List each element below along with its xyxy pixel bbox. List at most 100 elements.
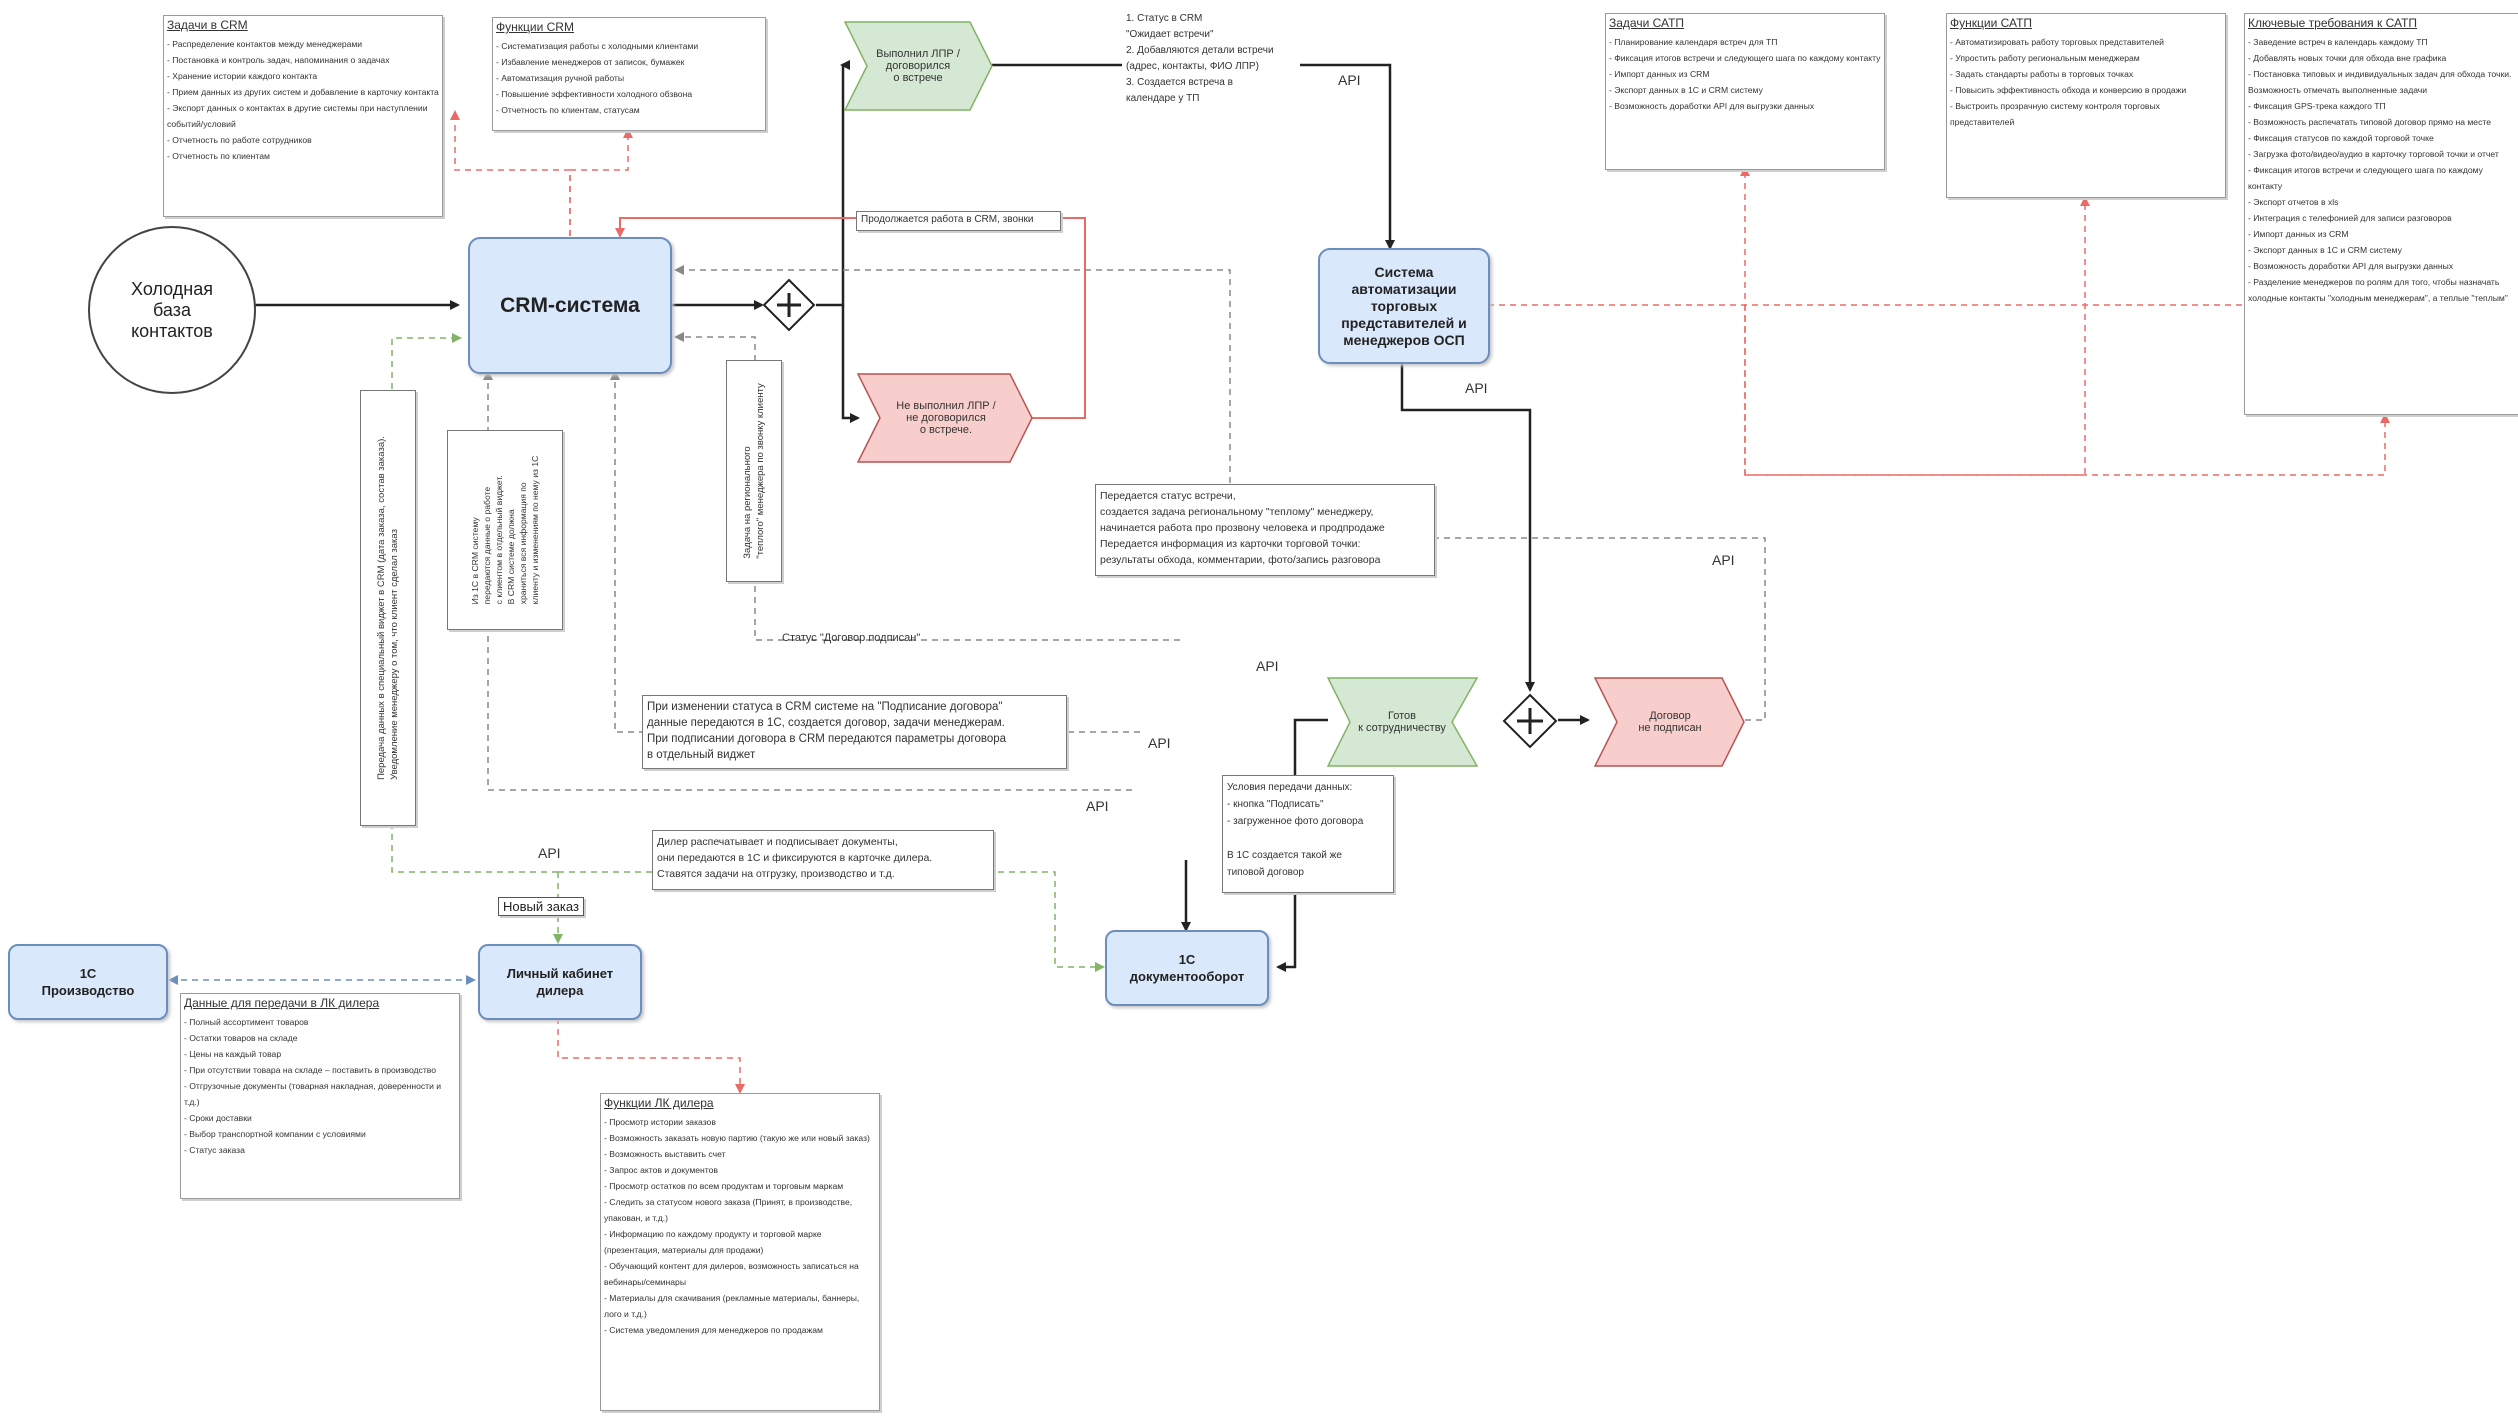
crm-functions-list: - Систематизация работы с холодными клие… (493, 38, 765, 118)
chevron-ready-label: Готов к сотрудничеству (1358, 710, 1446, 734)
edge-gateway-to-fail (841, 305, 860, 423)
edge-satp-to-gateway2 (1400, 360, 1535, 692)
chevron-not-signed (1593, 677, 1745, 767)
list-item: - Упростить работу региональным менеджер… (1950, 53, 2140, 63)
note-line: передаются данные о работе (482, 486, 492, 605)
satp-functions-title: Функции САТП (1950, 16, 2033, 30)
list-item: - Избавление менеджеров от записок, бума… (496, 57, 685, 67)
chevron-ready (1326, 677, 1479, 767)
api-label: API (538, 845, 561, 861)
dealer-functions-title: Функции ЛК дилера (604, 1096, 714, 1110)
chevron-lpr-done (843, 21, 993, 111)
list-item: - Импорт данных из CRM (2248, 229, 2349, 239)
list-item: - Планирование календаря встреч для ТП (1609, 37, 1778, 47)
list-item: - Цены на каждый товар (184, 1049, 282, 1059)
list-item: - Фиксация итогов встречи и следующего ш… (1609, 53, 1881, 63)
note-line: 2. Добавляются детали встречи (1126, 45, 1274, 56)
satp-requirements-list: - Заведение встреч в календарь каждому Т… (2245, 34, 2518, 306)
list-item: - Возможность выставить счет (604, 1149, 726, 1159)
transfer-conditions-note: Условия передачи данных: - кнопка "Подпи… (1222, 775, 1394, 893)
new-order-label: Новый заказ (498, 897, 584, 916)
list-item: - Фиксация статусов по каждой торговой т… (2248, 133, 2434, 143)
list-item: - Возможность распечатать типовой догово… (2248, 117, 2491, 127)
widget-vertical-note: Передача данных в специальный виджет в C… (360, 390, 416, 826)
note-line: создается задача региональному "теплому"… (1100, 506, 1374, 518)
status-transfer-note: Передается статус встречи, создается зад… (1095, 484, 1435, 576)
chevron-lpr-done-label: Выполнил ЛПР / договорился о встрече (876, 48, 960, 84)
list-item: - Отчетность по работе сотрудников (167, 135, 312, 145)
list-item: - Обучающий контент для дилеров, возможн… (604, 1261, 859, 1287)
crm-functions-title: Функции CRM (496, 20, 574, 34)
list-item: - Заведение встреч в календарь каждому Т… (2248, 37, 2428, 47)
note-line: При изменении статуса в CRM системе на "… (647, 701, 1003, 713)
list-item: - Полный ассортимент товаров (184, 1017, 309, 1027)
dealer-functions-list: - Просмотр истории заказов - Возможность … (601, 1114, 879, 1338)
dealer-functions-box: Функции ЛК дилера - Просмотр истории зак… (600, 1093, 880, 1411)
crm-system-node: CRM-система (468, 237, 672, 374)
dealer-data-box: Данные для передачи в ЛК дилера - Полный… (180, 993, 460, 1199)
gateway-plus-1 (762, 278, 816, 332)
edge-sign-to-crm (610, 370, 1140, 733)
satp-functions-box: Функции САТП - Автоматизировать работу т… (1946, 13, 2226, 198)
list-item: - Задать стандарты работы в торговых точ… (1950, 69, 2134, 79)
list-item: - Постановка и контроль задач, напоминан… (167, 55, 390, 65)
list-item: - Разделение менеджеров по ролям для тог… (2248, 277, 2508, 303)
list-item: - Отчетность по клиентам (167, 151, 270, 161)
list-item: - Хранение истории каждого контакта (167, 71, 318, 81)
list-item: - Система уведомления для менеджеров по … (604, 1325, 823, 1335)
list-item: - Импорт данных из CRM (1609, 69, 1710, 79)
note-line: - кнопка "Подписать" (1227, 799, 1324, 810)
list-item: - Повышение эффективности холодного обзв… (496, 89, 693, 99)
api-label: API (1465, 380, 1488, 396)
note-line: типовой договор (1227, 867, 1304, 878)
dealer-data-title: Данные для передачи в ЛК дилера (184, 996, 380, 1010)
list-item: - Загрузка фото/видео/аудио в карточку т… (2248, 149, 2499, 159)
note-line: 3. Создается встреча в (1126, 77, 1233, 88)
list-item: - Автоматизировать работу торговых предс… (1950, 37, 2164, 47)
list-item: - Распределение контактов между менеджер… (167, 39, 363, 49)
note-line: храниться вся информация по (518, 482, 528, 605)
note-line: Из 1С в CRM систему (470, 517, 480, 605)
list-item: - Экспорт данных в 1С и CRM систему (1609, 85, 1763, 95)
contract-sign-note: При изменении статуса в CRM системе на "… (642, 695, 1067, 769)
note-line: они передаются в 1С и фиксируются в карт… (657, 852, 933, 864)
edge-fail-to-crm (615, 217, 1086, 419)
list-item: - Выстроить прозрачную систему контроля … (1950, 101, 2160, 127)
list-item: - Возможность доработки API для выгрузки… (2248, 261, 2454, 271)
list-item: - Добавлять новых точки для обхода вне г… (2248, 53, 2447, 63)
list-item: - Возможность доработки API для выгрузки… (1609, 101, 1815, 111)
list-item: - Фиксация GPS-трека каждого ТП (2248, 101, 2386, 111)
api-label: API (1148, 735, 1171, 751)
note-line: календаре у ТП (1126, 93, 1200, 104)
list-item: - Следить за статусом нового заказа (При… (604, 1197, 853, 1223)
note-line: Продолжается работа в CRM, звонки (861, 214, 1034, 225)
note-line: Условия передачи данных: (1227, 782, 1353, 793)
list-item: - Информацию по каждому продукту и торго… (604, 1229, 822, 1255)
regional-task-vertical-note: Задача на регионального "теплого" менедж… (726, 360, 782, 582)
list-item: - Материалы для скачивания (рекламные ма… (604, 1293, 860, 1319)
note-line: "Ожидает встречи" (1126, 29, 1214, 40)
edge-notsigned-to-crm (674, 265, 1766, 721)
note-line: в отдельный виджет (647, 749, 756, 761)
list-item: - Экспорт данных о контактах в другие си… (167, 103, 428, 129)
list-item: - Статус заказа (184, 1145, 245, 1155)
note-line: Ставятся задачи на отгрузку, производств… (657, 868, 895, 880)
note-line: При подписании договора в CRM передаются… (647, 733, 1007, 745)
list-item: - Автоматизация ручной работы (496, 73, 625, 83)
satp-tasks-title: Задачи САТП (1609, 16, 1685, 30)
note-line: Уведомление менеджеру о том, что клиент … (389, 529, 400, 780)
list-item: - Прием данных из других систем и добавл… (167, 87, 439, 97)
note-line: В 1С создается такой же (1227, 850, 1342, 861)
note-line: Дилер распечатывает и подписывает докуме… (657, 836, 898, 848)
dealer-cabinet-node: Личный кабинет дилера (478, 944, 642, 1020)
note-line: "теплого" менеджера по звонку клиенту (755, 383, 766, 559)
dealer-data-list: - Полный ассортимент товаров- Остатки то… (181, 1014, 459, 1158)
list-item: - Просмотр истории заказов (604, 1117, 716, 1127)
crm-tasks-list: - Распределение контактов между менеджер… (164, 36, 442, 164)
list-item: - Отчетность по клиентам, статусам (496, 105, 640, 115)
1c-to-crm-vertical-note: Из 1С в CRM систему передаются данные о … (447, 430, 563, 630)
list-item: - Экспорт данных в 1С и CRM систему (2248, 245, 2402, 255)
list-item: - Просмотр остатков по всем продуктам и … (604, 1181, 844, 1191)
note-line: Задача на регионального (742, 446, 753, 559)
note-line: - загруженное фото договора (1227, 816, 1364, 827)
